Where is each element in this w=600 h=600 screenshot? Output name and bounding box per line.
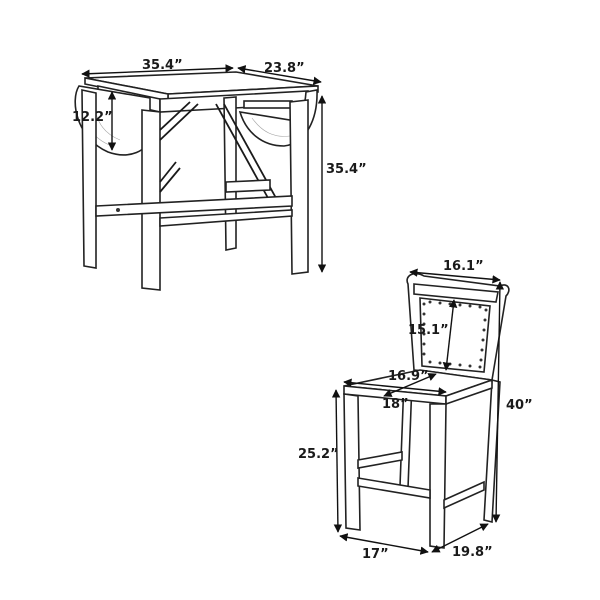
table-leaf-label: 12.2”	[72, 110, 113, 125]
chair-total-height-label: 40”	[506, 398, 533, 413]
chair-seat-width-label: 18”	[382, 397, 409, 412]
table-stretcher	[95, 195, 293, 217]
chair-seat-depth-label: 16.9”	[388, 369, 429, 384]
chair-dimensions: 16.1” 15.1” 16.9” 18” 40” 25.2” 17” 19.8…	[298, 259, 533, 562]
table-dimensions: 35.4” 23.8” 12.2” 35.4”	[72, 58, 367, 273]
table-width-label: 35.4”	[142, 58, 183, 73]
chair-seat-height-label: 25.2”	[298, 447, 339, 462]
counter-chair	[343, 272, 510, 549]
table-height-label: 35.4”	[326, 162, 367, 177]
table-depth-label: 23.8”	[264, 61, 305, 76]
table-leg-back-left	[81, 89, 97, 269]
table-leg-front-left	[141, 109, 161, 291]
chair-back-width-label: 16.1”	[443, 259, 484, 274]
table-leg-front-right	[289, 99, 309, 275]
chair-back-height-label: 15.1”	[408, 323, 449, 338]
chair-front-stretcher	[357, 477, 431, 499]
drop-leaf-table	[74, 71, 319, 291]
chair-base-depth-label: 19.8”	[452, 545, 493, 560]
chair-base-width-label: 17”	[362, 547, 389, 562]
chair-front-leg-right	[429, 403, 447, 549]
